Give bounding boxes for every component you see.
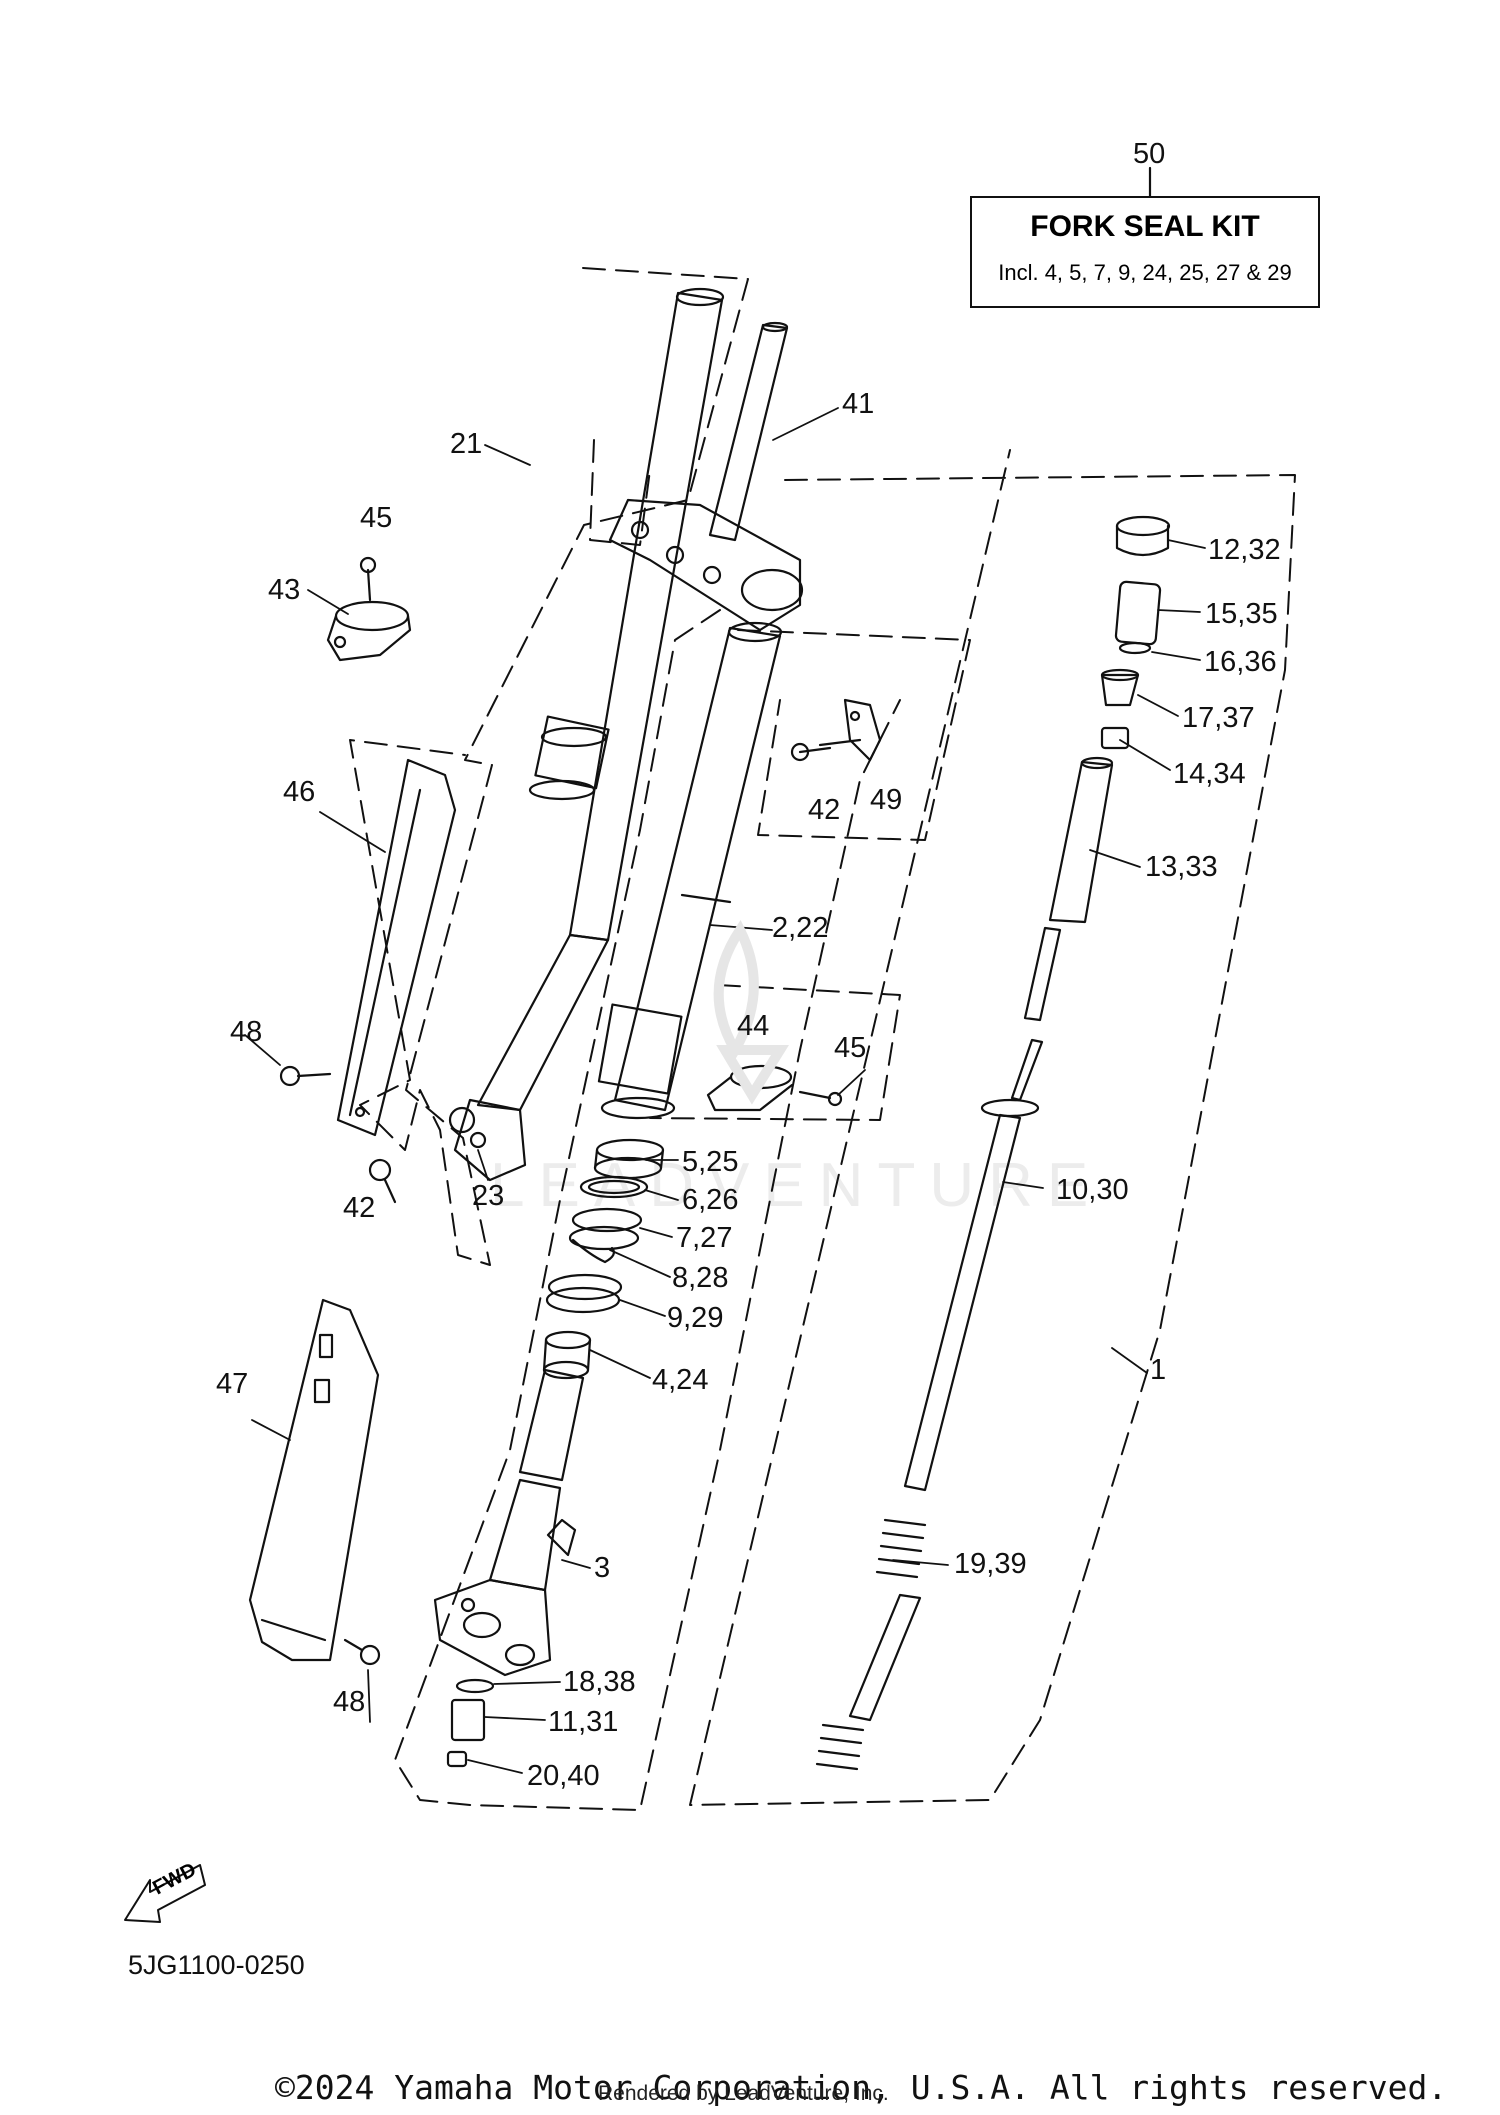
- rendered-by-notice: Rendered by LeadVenture, Inc.: [598, 2082, 889, 2105]
- clamp-44-part: [706, 1064, 843, 1112]
- group-outline-lower-tube: [394, 609, 901, 1811]
- group-outline-stem: [589, 439, 651, 546]
- axle-holder-part: [433, 1368, 585, 1768]
- callout-8-28: 8,28: [672, 1262, 729, 1294]
- copyright-notice: ©2024 Yamaha Motor Corporation, U.S.A. A…: [275, 2068, 1448, 2107]
- callout-15-35: 15,35: [1205, 598, 1278, 630]
- fork-seal-kit-box: FORK SEAL KIT Incl. 4, 5, 7, 9, 24, 25, …: [970, 196, 1320, 308]
- diagram-code: 5JG1100-0250: [128, 1950, 305, 1980]
- callout-10-30: 10,30: [1056, 1174, 1129, 1206]
- kit-title: FORK SEAL KIT: [1030, 210, 1260, 243]
- bracket-49-part: [790, 698, 882, 762]
- fork-guard-lower-part: [248, 1298, 380, 1662]
- fwd-arrow-icon: [124, 1864, 206, 1923]
- callout-16-36: 16,36: [1204, 646, 1277, 678]
- callout-18-38: 18,38: [563, 1666, 636, 1698]
- callout-11-31: 11,31: [548, 1706, 619, 1738]
- callout-6-26: 6,26: [682, 1184, 739, 1216]
- callout-20-40: 20,40: [527, 1760, 600, 1792]
- seal-stack: [542, 1138, 665, 1380]
- callout-4-24: 4,24: [652, 1364, 709, 1396]
- callout-49: 49: [870, 784, 903, 816]
- callout-2-22: 2,22: [772, 912, 829, 944]
- callout-12-32: 12,32: [1208, 534, 1281, 566]
- watermark-logo: [713, 920, 789, 1105]
- callout-46: 46: [283, 776, 316, 808]
- callout-7-27: 7,27: [676, 1222, 733, 1254]
- kit-includes: Incl. 4, 5, 7, 9, 24, 25, 27 & 29: [998, 260, 1292, 285]
- group-outline-bracket: [737, 629, 971, 841]
- group-outline-damper: [689, 449, 1296, 1806]
- group-outline-clamp: [649, 984, 901, 1121]
- bolt-48-lower: [359, 1644, 381, 1666]
- inner-tube-part: [597, 621, 783, 1120]
- callout-42-lower: 42: [343, 1192, 376, 1224]
- leader-lines: [244, 407, 1206, 1774]
- callout-17-37: 17,37: [1182, 702, 1255, 734]
- callout-41: 41: [842, 388, 875, 420]
- callout-21: 21: [450, 428, 483, 460]
- clamp-43-part: [326, 556, 412, 662]
- callout-19-39: 19,39: [954, 1548, 1027, 1580]
- callout-43: 43: [268, 574, 301, 606]
- callout-13-33: 13,33: [1145, 851, 1218, 883]
- outer-tube-part: [448, 287, 725, 1182]
- callout-45-top: 45: [360, 502, 393, 534]
- callout-44: 44: [737, 1010, 770, 1042]
- group-outline-upper-tube: [349, 267, 749, 1266]
- steering-stem-part: [608, 321, 804, 632]
- kit-callout-number: 50: [1133, 138, 1166, 170]
- callout-23: 23: [472, 1180, 505, 1212]
- callout-1: 1: [1150, 1354, 1167, 1386]
- damper-part: [815, 515, 1171, 1771]
- bolt-42-lower: [368, 1158, 392, 1182]
- callout-48-upper: 48: [230, 1016, 263, 1048]
- bolt-48-upper: [279, 1065, 301, 1087]
- fork-guard-upper-part: [336, 758, 457, 1137]
- callout-9-29: 9,29: [667, 1302, 724, 1334]
- callout-47: 47: [216, 1368, 249, 1400]
- callout-3: 3: [594, 1552, 611, 1584]
- callout-14-34: 14,34: [1173, 758, 1246, 790]
- callout-5-25: 5,25: [682, 1146, 739, 1178]
- callout-45-clamp: 45: [834, 1032, 867, 1064]
- callout-42-bracket: 42: [808, 794, 841, 826]
- callout-48-lower: 48: [333, 1686, 366, 1718]
